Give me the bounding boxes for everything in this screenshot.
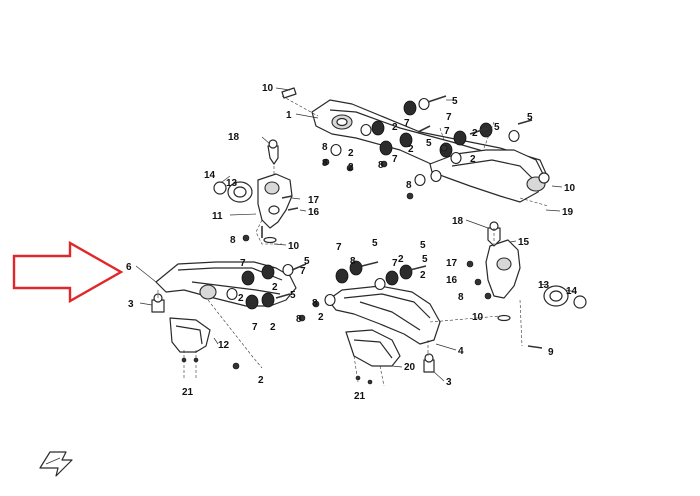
knuckle-right (485, 239, 521, 299)
dashed-assembly-lines (157, 95, 549, 387)
callout-7: 7 (404, 118, 410, 129)
callout-16: 16 (446, 275, 458, 286)
callout-5: 5 (527, 112, 533, 123)
callout-2: 2 (272, 282, 278, 293)
callout-2: 2 (258, 375, 264, 386)
callout-13: 13 (226, 178, 238, 189)
part-callouts: 10 1 5 7 2 18 8 2 8 2 7 5 8 2 7 5 7 2 5 … (126, 83, 578, 402)
callout-19: 19 (562, 207, 574, 218)
callout-21: 21 (354, 391, 366, 402)
callout-18: 18 (228, 132, 240, 143)
callout-7: 7 (446, 112, 452, 123)
hub-13-left (227, 181, 253, 203)
callout-17: 17 (308, 195, 320, 206)
callout-10: 10 (288, 241, 300, 252)
callout-12: 12 (218, 340, 230, 351)
callout-8: 8 (350, 256, 356, 267)
guard-plate-12 (169, 317, 211, 353)
tie-rod-end-18-right (487, 221, 501, 247)
lower-a-arm-center (327, 285, 441, 345)
callout-8: 8 (458, 292, 464, 303)
callout-14: 14 (566, 286, 578, 297)
callout-2: 2 (470, 154, 476, 165)
bushings-center-lower (298, 260, 427, 385)
callout-10: 10 (564, 183, 576, 194)
callout-17: 17 (446, 258, 458, 269)
callout-20: 20 (404, 362, 416, 373)
snap-ring-14-left (213, 181, 227, 195)
snap-ring-14-right (573, 295, 587, 309)
callout-14: 14 (204, 170, 216, 181)
callout-1: 1 (286, 110, 292, 121)
callout-7: 7 (240, 258, 246, 269)
callout-5: 5 (452, 96, 458, 107)
callout-7: 7 (444, 126, 450, 137)
ball-joint-upper-right (538, 172, 550, 184)
callout-8: 8 (312, 298, 318, 309)
callout-7: 7 (392, 154, 398, 165)
callout-6: 6 (126, 262, 132, 273)
fasteners-right-knuckle (466, 260, 543, 349)
red-pointer-arrow-icon (12, 240, 124, 304)
callout-16: 16 (308, 207, 320, 218)
callout-13: 13 (538, 280, 550, 291)
callout-7: 7 (336, 242, 342, 253)
callout-7: 7 (252, 322, 258, 333)
ball-joint-3-right (423, 353, 435, 373)
callout-2: 2 (472, 128, 478, 139)
callout-2: 2 (420, 270, 426, 281)
callout-10: 10 (472, 312, 484, 323)
callout-7: 7 (392, 258, 398, 269)
callout-5: 5 (372, 238, 378, 249)
lower-a-arm-right (429, 149, 546, 203)
fasteners-left-knuckle (242, 195, 299, 244)
callout-2: 2 (398, 254, 404, 265)
callout-3: 3 (128, 299, 134, 310)
callout-9: 9 (548, 347, 554, 358)
callout-8: 8 (406, 180, 412, 191)
callout-2: 2 (408, 144, 414, 155)
leader-lines (135, 87, 577, 382)
callout-2: 2 (270, 322, 276, 333)
callout-8: 8 (322, 158, 328, 169)
knuckle-left (257, 173, 293, 229)
callout-4: 4 (458, 346, 464, 357)
hub-13-right (543, 285, 569, 307)
callout-15: 15 (518, 237, 530, 248)
guard-plate-20 (345, 329, 401, 367)
callout-5: 5 (304, 256, 310, 267)
callout-21: 21 (182, 387, 194, 398)
callout-2: 2 (348, 148, 354, 159)
tie-rod-end-18-top (267, 139, 279, 165)
callout-11: 11 (212, 211, 223, 222)
callout-8: 8 (322, 142, 328, 153)
callout-2: 2 (348, 162, 354, 173)
callout-2: 2 (392, 122, 398, 133)
lower-a-arm-left (155, 261, 297, 307)
callout-18: 18 (452, 216, 464, 227)
callout-3: 3 (446, 377, 452, 388)
callout-2: 2 (238, 293, 244, 304)
callout-8: 8 (296, 314, 302, 325)
front-direction-arrow-icon (39, 451, 73, 477)
callout-7: 7 (300, 266, 306, 277)
callout-2: 2 (318, 312, 324, 323)
bolts-upper (322, 95, 533, 200)
callout-5: 5 (494, 122, 500, 133)
callout-8: 8 (378, 160, 384, 171)
callout-5: 5 (426, 138, 432, 149)
clip-10-top (281, 87, 297, 99)
callout-8: 8 (230, 235, 236, 246)
callout-5: 5 (420, 240, 426, 251)
bushings-upper (330, 97, 520, 187)
callout-10: 10 (262, 83, 274, 94)
callout-5: 5 (290, 290, 296, 301)
callout-5: 5 (422, 254, 428, 265)
